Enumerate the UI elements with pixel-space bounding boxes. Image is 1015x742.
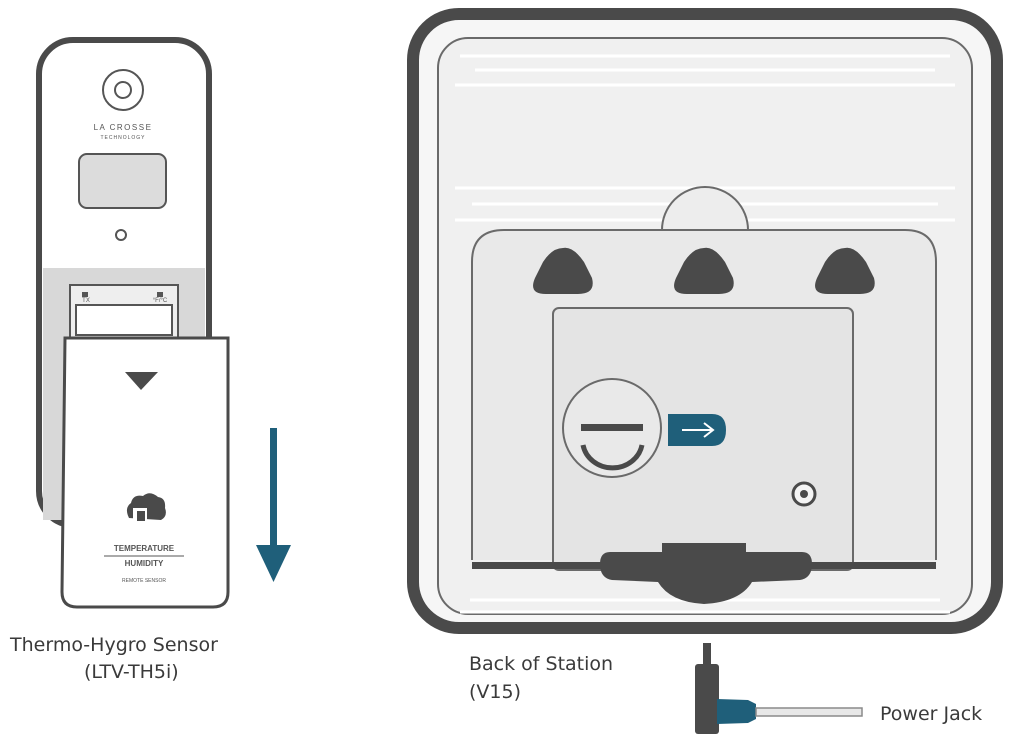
sensor-display: [78, 153, 167, 209]
sensor-led: [115, 229, 127, 241]
sensor-brand: LA CROSSE: [94, 123, 153, 132]
stand-tab: [660, 186, 750, 231]
slide-triangle-icon: [125, 372, 158, 390]
right-arrow-icon: [668, 414, 726, 446]
hanging-hole-right: [815, 247, 875, 294]
down-arrow-icon: [256, 428, 291, 582]
sensor-battery-cover: TEMPERATURE HUMIDITY REMOTE SENSOR: [60, 336, 230, 609]
cloud-temperature-icon: [126, 493, 166, 522]
sensor-model-label: (LTV-TH5i): [84, 661, 179, 683]
sensor-name-label: Thermo-Hygro Sensor: [10, 634, 218, 656]
cover-text-temperature: TEMPERATURE: [114, 544, 175, 553]
cover-text-humidity: HUMIDITY: [125, 559, 164, 568]
hanging-hole-center: [674, 247, 734, 294]
power-jack-label: Power Jack: [880, 703, 983, 725]
station-back: [407, 8, 1003, 634]
stand-clip: [600, 543, 812, 604]
switch-label-right: °F/°C: [153, 298, 168, 304]
power-jack-plug: [695, 643, 863, 734]
switch-label-left: TX: [82, 298, 90, 304]
cover-text-remote: REMOTE SENSOR: [122, 578, 166, 584]
station-name-label: Back of Station: [469, 653, 614, 675]
hanging-hole-left: [533, 247, 593, 294]
sensor-brand-sub: TECHNOLOGY: [100, 135, 145, 141]
station-model-label: (V15): [469, 681, 521, 703]
